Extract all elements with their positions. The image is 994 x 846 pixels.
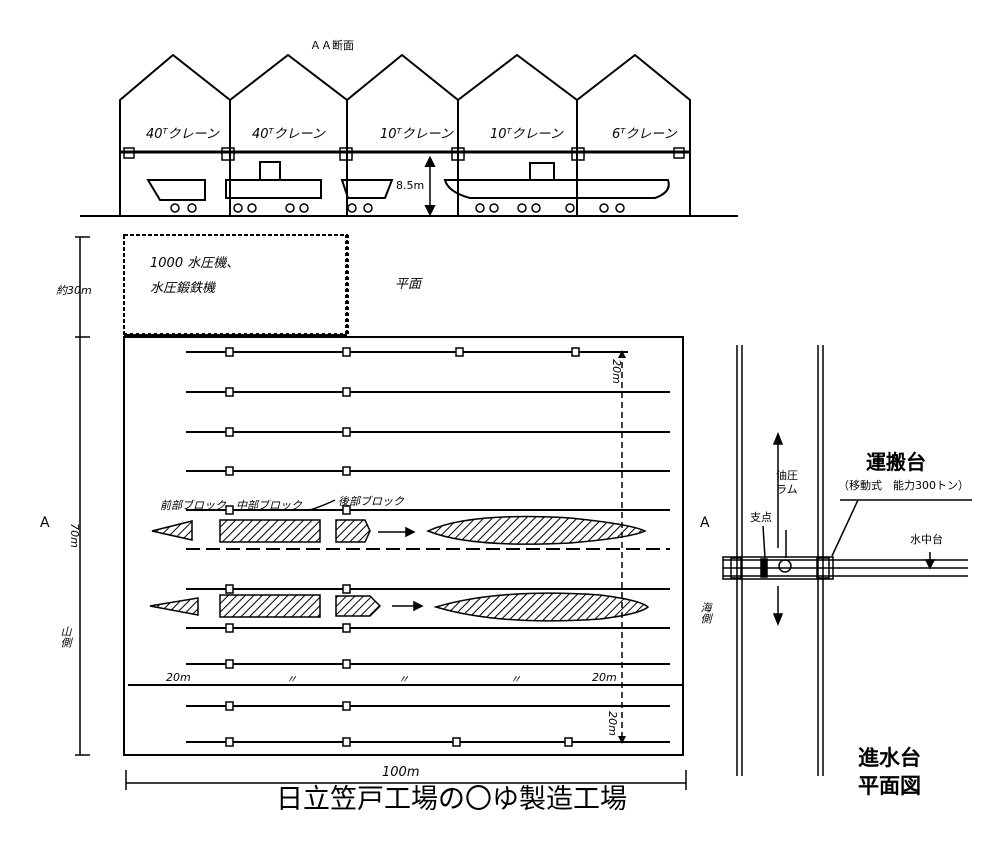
block-label-front: 前部ブロック [160,499,226,512]
stern-block-1 [335,519,371,543]
slipway-footer-line-1: 進水台 [858,746,921,770]
crane-label-5: 6ᵀクレーン [612,127,677,142]
stern-block-2 [335,595,382,617]
fulcrum-label: 支点 [750,511,772,524]
carriage-title: 運搬台 [866,450,926,474]
slipway-plan [722,345,972,776]
diagram-title: 日立笠戸工場の〇ゆ製造工場 [276,784,627,815]
dim-bottom-label: 100m [382,765,420,780]
carriage-subtitle: （移動式 能力300トン） [838,479,969,492]
underwater-stand-label: 水中台 [910,533,943,546]
ditto-mark-3: 〃 [510,673,521,686]
dim-vertical-label: 70m [67,523,81,548]
crane-rails [128,351,683,743]
crane-label-1: 40ᵀクレーン [146,127,219,142]
crane-label-3: 10ᵀクレーン [380,127,453,142]
slipway-footer-line-2: 平面図 [858,774,921,798]
press-area-line-2: 水圧鍛鉄機 [150,281,216,296]
factory-floor [123,336,684,756]
dim-20-top: 20m [609,359,623,384]
crane-label-2: 40ᵀクレーン [252,127,325,142]
section-aa [80,53,738,217]
carriage [722,556,834,580]
press-depth-label: 約30m [56,284,92,297]
dim-20-bottom: 20m [605,711,619,736]
block-label-rear: 後部ブロック [338,495,404,508]
section-marker-left: A [40,515,50,531]
mountain-side-label: 山側 [59,626,72,648]
trolley-wheels [170,203,625,213]
rail-nodes [225,347,580,747]
hydraulic-ram [778,559,792,573]
plan-view [75,234,687,790]
section-title: ＡＡ断面 [310,39,354,52]
ram-label-line-1: 油圧 [776,469,798,482]
roof-bay-1 [119,53,231,216]
ditto-mark-1: 〃 [286,673,297,686]
mid-block-2 [219,594,321,618]
hull-assembled-2 [433,592,650,622]
section-marker-right: A [700,515,710,531]
sea-side-label: 海側 [699,602,712,624]
ram-label-line-2: ラム [776,483,798,496]
roof-bay-3 [346,53,459,216]
block-label-mid: 中部ブロック [236,499,302,512]
press-area-line-1: 1000 水圧機、 [150,256,240,271]
hull-3 [340,179,394,199]
bow-block-1 [151,520,193,541]
hull-4 [443,179,670,199]
dim-20-left: 20m [166,671,191,684]
dim-20-right: 20m [592,671,617,684]
hull-2 [225,179,322,199]
hull-1 [146,179,206,201]
ditto-mark-2: 〃 [398,673,409,686]
crane-label-4: 10ᵀクレーン [490,127,563,142]
bow-block-2 [149,597,199,616]
roof-bay-5 [576,53,691,216]
roof-bay-2 [229,53,348,216]
mid-block-1 [219,519,321,543]
roof-bay-4 [457,53,578,216]
hull-blocks [149,499,650,622]
height-label: 8.5m [396,179,425,192]
hull-assembled-1 [426,515,647,545]
plan-label: 平面 [395,277,422,292]
